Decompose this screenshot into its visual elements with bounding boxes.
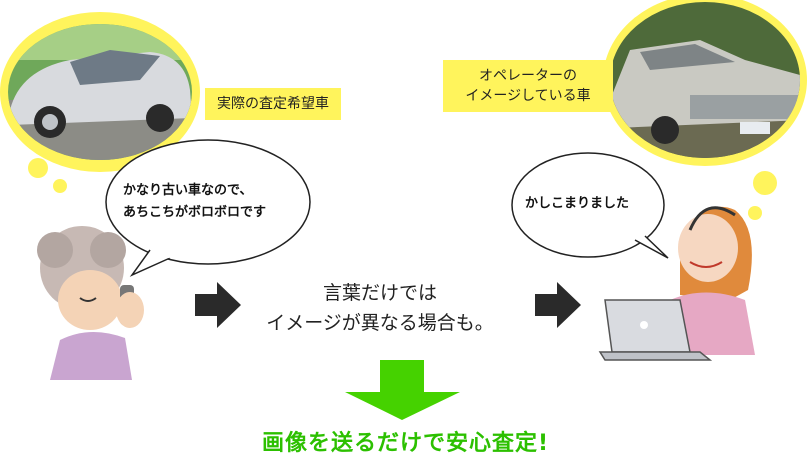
arrow-right-1: [195, 282, 241, 328]
center-caption: 言葉だけでは イメージが異なる場合も。: [230, 278, 530, 338]
elderly-woman-phone: [37, 226, 144, 380]
actual-car-label: 実際の査定希望車: [205, 88, 341, 120]
customer-speech-text: かなり古い車なので、 あちこちがボロボロです: [123, 180, 266, 224]
green-down-arrow: [345, 360, 460, 420]
center-caption-line2: イメージが異なる場合も。: [266, 312, 494, 334]
customer-speech-line2: あちこちがボロボロです: [123, 205, 267, 220]
laptop-icon: [598, 299, 713, 361]
operator-speech-bubble: [511, 152, 669, 259]
arrow-right-2: [535, 282, 581, 328]
customer-speech-bubble: [105, 139, 311, 277]
old-car-photo: [610, 2, 800, 158]
cta-text: 画像を送るだけで安心査定!: [261, 431, 550, 456]
operator-image-label-line2: イメージしている車: [465, 88, 591, 104]
customer-speech-line1: かなり古い車なので、: [123, 183, 253, 198]
center-caption-line1: 言葉だけでは: [322, 282, 437, 304]
operator-image-label-line1: オペレーターの: [479, 68, 577, 84]
operator-image-label: オペレーターの イメージしている車: [443, 60, 613, 112]
operator-speech-text: かしこまりました: [525, 196, 630, 211]
